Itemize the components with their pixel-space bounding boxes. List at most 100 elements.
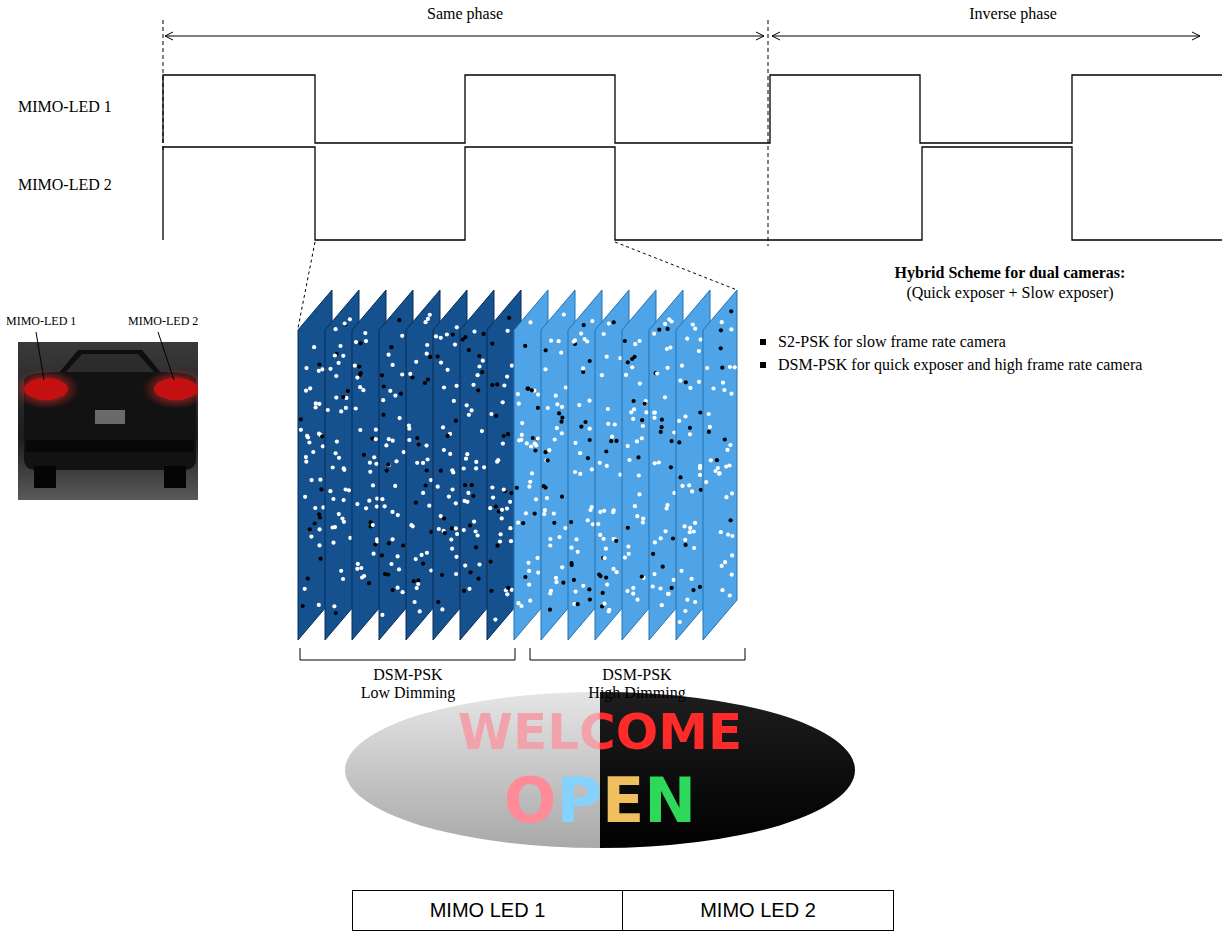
pixel-dot [496, 458, 500, 462]
pixel-dot [643, 402, 647, 406]
pixel-dot [355, 502, 359, 506]
pixel-dot [321, 444, 325, 448]
pixel-dot [502, 488, 506, 492]
pixel-dot [569, 520, 573, 524]
pixel-dot [555, 426, 559, 430]
pixel-dot [344, 487, 348, 491]
pixel-dot [368, 470, 372, 474]
pixel-dot [436, 600, 440, 604]
pixel-dot [722, 388, 726, 392]
pixel-dot [306, 435, 310, 439]
signal-name: MIMO-LED 1 [18, 98, 112, 116]
pixel-dot [505, 592, 509, 596]
pixel-dot [644, 410, 648, 414]
pixel-dot [597, 573, 601, 577]
pixel-dot [372, 552, 376, 556]
pixel-dot [720, 564, 724, 568]
pixel-dot [489, 560, 493, 564]
pixel-dot [375, 505, 379, 509]
pixel-dot [480, 429, 484, 433]
pixel-dot [359, 371, 363, 375]
pixel-dot [725, 448, 729, 452]
pixel-dot [474, 460, 478, 464]
pixel-dot [596, 522, 600, 526]
pixel-dot [591, 522, 595, 526]
pixel-dot [396, 586, 400, 590]
pixel-dot [546, 406, 550, 410]
pixel-dot [529, 444, 533, 448]
pixel-dot [533, 448, 537, 452]
pixel-dot [449, 538, 453, 542]
pixel-dot [397, 318, 401, 322]
pixel-dot [384, 443, 388, 447]
pixel-dot [683, 538, 687, 542]
pixel-dot [626, 444, 630, 448]
table-divider [622, 890, 623, 931]
pixel-dot [427, 504, 431, 508]
pixel-dot [317, 512, 321, 516]
pixel-dot [576, 550, 580, 554]
pixel-dot [636, 455, 640, 459]
pixel-dot [455, 325, 459, 329]
group-label: DSM-PSK High Dimming [562, 666, 712, 703]
pixel-dot [559, 420, 563, 424]
pixel-dot [341, 395, 345, 399]
table-cell: MIMO LED 1 [353, 891, 622, 930]
pixel-dot [407, 424, 411, 428]
pixel-dot [729, 309, 733, 313]
pixel-dot [391, 439, 395, 443]
pixel-dot [627, 552, 631, 556]
tail-light [154, 378, 198, 400]
pixel-dot [707, 430, 711, 434]
pixel-dot [516, 521, 520, 525]
pixel-dot [333, 525, 337, 529]
pixel-dot [602, 537, 606, 541]
pixel-dot [535, 437, 539, 441]
pixel-dot [526, 561, 530, 565]
pixel-dot [387, 541, 391, 545]
pixel-dot [304, 366, 308, 370]
pixel-dot [536, 406, 540, 410]
pixel-dot [557, 535, 561, 539]
pixel-dot [515, 486, 519, 490]
led1-waveform [163, 75, 1222, 143]
pixel-dot [723, 560, 727, 564]
pixel-dot [525, 387, 529, 391]
pixel-dot [711, 386, 715, 390]
pixel-dot [317, 369, 321, 373]
pixel-dot [555, 402, 559, 406]
pixel-dot [688, 386, 692, 390]
car-window [66, 354, 154, 372]
pixel-dot [450, 526, 454, 530]
pixel-dot [517, 438, 521, 442]
pixel-dot [527, 583, 531, 587]
pixel-dot [426, 377, 430, 381]
pixel-dot [626, 545, 630, 549]
pixel-dot [303, 587, 307, 591]
pixel-dot [552, 521, 556, 525]
pixel-dot [549, 589, 553, 593]
pixel-dot [467, 413, 471, 417]
pixel-dot [339, 409, 343, 413]
pixel-dot [602, 602, 606, 606]
pixel-dot [692, 546, 696, 550]
pixel-dot [506, 586, 510, 590]
pixel-dot [304, 455, 308, 459]
pixel-dot [310, 478, 314, 482]
pixel-dot [499, 532, 503, 536]
pixel-dot [501, 400, 505, 404]
led-sign [340, 690, 862, 850]
pixel-dot [728, 593, 732, 597]
pixel-dot [680, 364, 684, 368]
pixel-dot [655, 371, 659, 375]
pixel-dot [303, 495, 307, 499]
pixel-dot [653, 461, 657, 465]
pixel-dot [417, 442, 421, 446]
pixel-dot [560, 431, 564, 435]
pixel-dot [425, 551, 429, 555]
pixel-dot [346, 389, 350, 393]
bracket [530, 648, 745, 660]
pixel-dot [707, 412, 711, 416]
pixel-dot [299, 428, 303, 432]
